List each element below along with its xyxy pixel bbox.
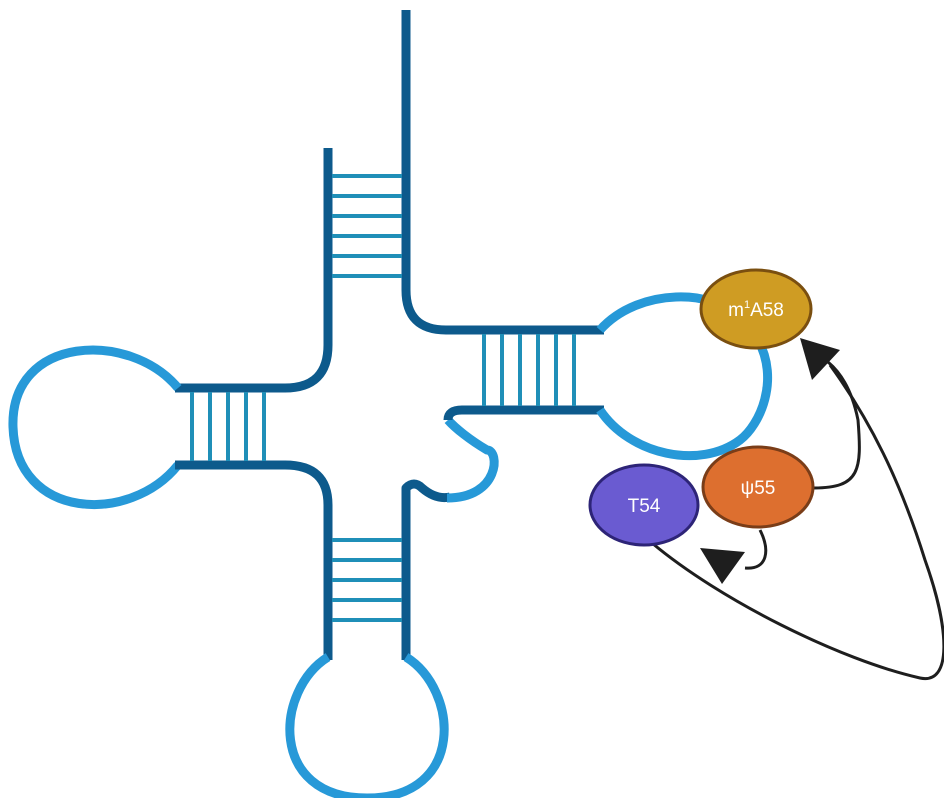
- d-stem-base-pairs: [190, 392, 266, 461]
- arrowhead-m1a58: [800, 338, 840, 380]
- d-stem-lower-strand: [175, 460, 333, 660]
- d-arm: [8, 345, 333, 660]
- node-psi55: ψ55: [701, 445, 815, 529]
- acceptor-stem-base-pairs: [332, 174, 402, 278]
- node-m1a58: m1A58: [699, 268, 813, 350]
- node-psi55-shape: [701, 445, 815, 529]
- acceptor-strand-3prime: [401, 10, 604, 335]
- acceptor-stem: [175, 10, 604, 393]
- acceptor-strand-5prime: [175, 148, 333, 393]
- trna-structure: [8, 10, 772, 798]
- t-stem-lower-strand: [443, 405, 604, 421]
- node-m1a58-shape: [699, 268, 813, 350]
- anticodon-stem-base-pairs: [332, 538, 402, 622]
- node-m1a58-label: m1A58: [728, 299, 784, 321]
- anticodon-stem-right-strand: [401, 479, 451, 660]
- arrow-psi55-to-m1a58: [813, 360, 861, 490]
- node-t54-label: T54: [628, 496, 661, 517]
- d-loop: [8, 345, 182, 509]
- variable-loop: [444, 416, 499, 503]
- node-t54: T54: [588, 463, 700, 547]
- arrowhead-t54: [700, 548, 745, 584]
- node-t54-shape: [588, 463, 700, 547]
- node-psi55-label: ψ55: [741, 478, 776, 499]
- arrow-psi55-to-t54: [744, 529, 768, 570]
- arrow-t54-to-m1a58: [651, 364, 944, 681]
- anticodon-loop: [285, 653, 449, 798]
- t-stem-base-pairs: [482, 334, 576, 406]
- modification-arrows: [651, 338, 944, 681]
- anticodon-arm: [285, 416, 499, 798]
